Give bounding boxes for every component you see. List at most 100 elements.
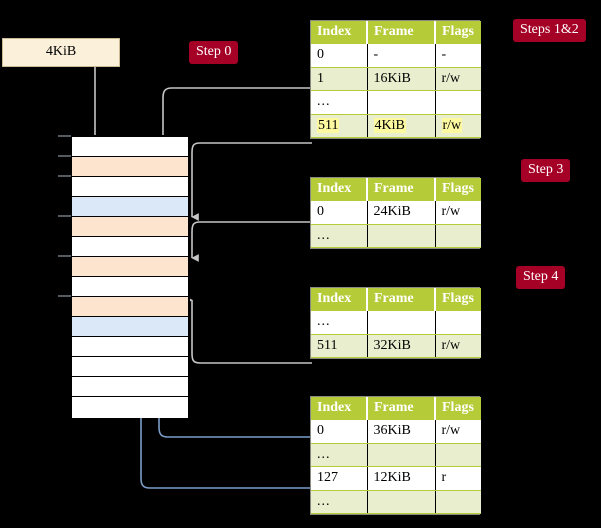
memory-frame (72, 297, 188, 317)
wire-pml4-to-frame (191, 142, 312, 221)
wire-step4 (152, 323, 312, 438)
cell-flags: r/w (434, 419, 481, 444)
badge-step-4: Step 4 (516, 266, 566, 289)
memory-frame (72, 257, 188, 277)
table-row: 0-- (311, 43, 481, 68)
cell-frame (366, 310, 436, 335)
cell-flags: - (434, 43, 481, 68)
memory-tick (58, 255, 71, 257)
cell-index: 1 (311, 66, 368, 92)
cell-frame: 16KiB (366, 66, 436, 92)
wire-pt-127-to-frame (134, 206, 312, 489)
memory-frame (72, 277, 188, 297)
cell-flags (434, 442, 481, 468)
cell-frame (366, 223, 436, 249)
memory-tick (58, 155, 71, 157)
cell-frame (366, 442, 436, 468)
cell-flags: r/w (434, 333, 481, 359)
virtual-address-label: 4KiB (45, 44, 77, 59)
table-row: ... (311, 90, 481, 115)
cell-frame: 24KiB (366, 200, 436, 225)
cell-flags: r/w (434, 113, 481, 138)
cell-index: ... (311, 442, 368, 468)
column-header-frame: Frame (367, 178, 436, 201)
memory-frame (72, 177, 188, 197)
column-header-frame: Frame (367, 288, 436, 311)
memory-frame (72, 217, 188, 237)
cell-frame (366, 489, 436, 514)
cell-index: 511 (311, 333, 368, 359)
cell-frame: 36KiB (366, 419, 436, 444)
memory-frame (72, 317, 188, 337)
cell-flags: r/w (434, 66, 481, 92)
badge-step-3: Step 3 (521, 159, 571, 182)
cell-index: ... (311, 489, 368, 514)
table-row: ... (311, 310, 481, 335)
wire-step3 (191, 221, 312, 262)
badge-steps-1-2: Steps 1&2 (513, 19, 586, 42)
memory-frame (72, 237, 188, 257)
memory-tick (58, 215, 71, 217)
memory-frame (72, 397, 188, 418)
cell-index: 0 (311, 200, 368, 225)
column-header-frame: Frame (367, 21, 436, 44)
cell-index: 0 (311, 419, 368, 444)
memory-frame (72, 337, 188, 357)
column-header-index: Index (311, 178, 368, 201)
cell-index: ... (311, 310, 368, 335)
cell-flags: r (434, 466, 481, 491)
column-header-flags: Flags (435, 288, 481, 311)
column-header-index: Index (311, 288, 368, 311)
column-header-flags: Flags (435, 397, 481, 420)
wire-steps12 (162, 87, 312, 151)
cell-frame: - (366, 43, 436, 68)
column-header-index: Index (311, 397, 368, 420)
cell-flags (434, 310, 481, 335)
cell-frame (366, 90, 436, 115)
column-header-index: Index (311, 21, 368, 44)
memory-frame (72, 157, 188, 177)
cell-frame: 12KiB (366, 466, 436, 491)
column-header-flags: Flags (435, 178, 481, 201)
table-row: ... (311, 442, 481, 468)
column-header-frame: Frame (367, 397, 436, 420)
cell-flags (434, 489, 481, 514)
virtual-address-box: 4KiB (2, 38, 120, 67)
column-header-flags: Flags (435, 21, 481, 44)
memory-tick (58, 135, 71, 137)
memory-tick (58, 295, 71, 297)
cell-frame: 4KiB (366, 113, 436, 138)
cell-flags (434, 90, 481, 115)
memory-tick (58, 175, 71, 177)
table-row: ... (311, 223, 481, 249)
cell-index: ... (311, 90, 368, 115)
memory-frame (72, 357, 188, 377)
cell-index: 511 (311, 113, 368, 138)
table-row: ... (311, 489, 481, 514)
cell-index: 127 (311, 466, 368, 491)
memory-frame (72, 377, 188, 397)
memory-frame (72, 197, 188, 217)
badge-step-0: Step 0 (189, 41, 239, 64)
cell-index: ... (311, 223, 368, 249)
cell-flags (434, 223, 481, 249)
